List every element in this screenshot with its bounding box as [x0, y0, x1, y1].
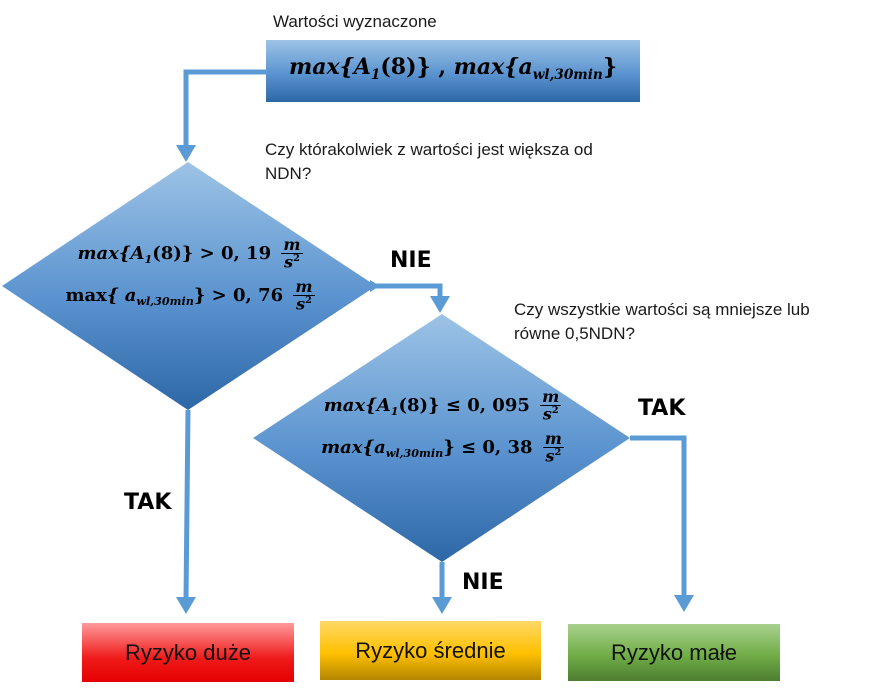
decision2-question: Czy wszystkie wartości są mniejsze lub r… [514, 300, 810, 343]
formula-sep: , [430, 54, 454, 80]
connector-decision1-no [376, 283, 443, 300]
start-box [266, 40, 640, 102]
formula-rest: (8)} [380, 54, 431, 80]
decision1-diamond [2, 162, 376, 410]
unit-den-exp: 2 [551, 405, 559, 417]
formula-sub: 1 [144, 252, 153, 266]
unit-den-base: s [296, 294, 306, 314]
formula-rest: } [602, 54, 617, 80]
formula-rest: (8)} [398, 395, 440, 416]
formula-fn: max [289, 54, 340, 80]
arrowhead-medium [432, 597, 452, 614]
formula-arg: {A [339, 54, 371, 80]
formula-fn: max [323, 395, 366, 416]
connector-decision2-yes [630, 435, 687, 598]
unit-den-exp: 2 [554, 447, 562, 459]
arrowhead-decision2-in [430, 296, 450, 313]
unit-den: s2 [540, 406, 561, 423]
formula-sub: wl,30min [385, 446, 444, 460]
decision1-yes-label: TAK [124, 490, 172, 515]
unit-num: m [542, 428, 564, 449]
outcome-risk-low: Ryzyko małe [568, 624, 780, 681]
unit-num: m [293, 276, 315, 297]
formula-arg: {A [365, 395, 391, 416]
formula-arg: {a [504, 54, 533, 80]
formula-arg: { a [106, 284, 137, 306]
formula-sub: wl,30min [532, 66, 603, 83]
decision2-diamond [253, 314, 630, 562]
formula-sub: 1 [390, 404, 399, 418]
formula-fn: max [77, 243, 119, 264]
formula-op: ≤ 0, 38 [454, 436, 539, 458]
outcome-risk-medium: Ryzyko średnie [320, 621, 541, 680]
formula-op: > 0, 76 [205, 284, 290, 306]
connector-decision1-yes [183, 409, 191, 601]
outcome-risk-high: Ryzyko duże [82, 623, 294, 682]
unit-num: m [281, 235, 303, 255]
arrowhead-high [176, 597, 196, 614]
formula-sub: 1 [370, 66, 381, 83]
connector-start-to-decision1 [183, 69, 266, 148]
formula-arg: {A [118, 243, 145, 264]
start-caption: Wartości wyznaczone [273, 12, 437, 31]
unit-den-exp: 2 [305, 295, 312, 307]
formula-fn: max [65, 284, 107, 306]
arrowhead-decision1-in [176, 145, 196, 162]
unit-den: s2 [293, 296, 314, 313]
start-formula: max{A1(8)} , max{awl,30min} [266, 54, 640, 83]
decision2-yes-label: TAK [638, 396, 686, 421]
unit-den-exp: 2 [293, 253, 300, 265]
arrowhead-low [674, 595, 694, 612]
formula-op: ≤ 0, 095 [439, 395, 537, 416]
unit-den-base: s [542, 404, 552, 424]
formula-fn: max [321, 436, 363, 458]
formula-fn: max [453, 54, 505, 80]
formula-rest: } [193, 284, 206, 306]
decision1-question: Czy którakolwiek z wartości jest większa… [265, 140, 593, 183]
formula-rest: (8)} [152, 243, 194, 264]
unit-den: s2 [543, 448, 564, 465]
formula-sub: wl,30min [136, 294, 194, 308]
decision1-no-label: NIE [390, 248, 432, 273]
formula-arg: {a [362, 436, 386, 458]
formula-rest: } [443, 436, 455, 458]
decision2-no-label: NIE [462, 570, 504, 595]
unit-den-base: s [545, 446, 555, 466]
formula-op: > 0, 19 [193, 243, 278, 264]
unit-num: m [540, 387, 562, 407]
unit-den-base: s [284, 252, 294, 272]
unit-den: s2 [281, 254, 302, 271]
